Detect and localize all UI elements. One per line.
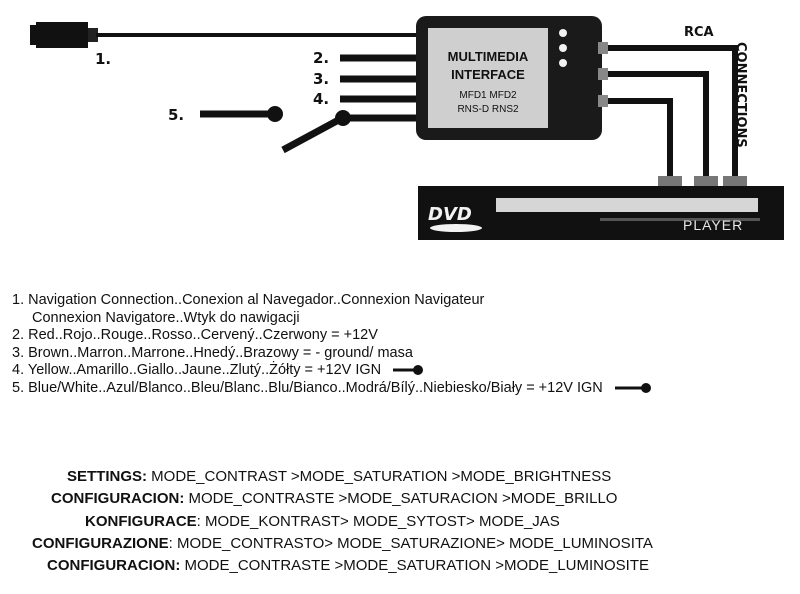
legend-item-3: 3. Brown..Marron..Marrone..Hnedý..Brazow… [12,344,413,361]
wire-label-3: 3. [313,70,329,88]
settings-label: CONFIGURACION: [47,557,181,575]
module-title-line2: INTERFACE [451,67,525,82]
module-label-row2: RNS-D RNS2 [457,104,519,115]
legend-item-1-line2: Connexion Navigatore..Wtyk do nawigacji [32,309,300,326]
legend-item-5-text: 5. Blue/White..Azul/Blanco..Bleu/Blanc..… [12,379,603,396]
wire-label-1: 1. [95,50,111,68]
legend-item-1-line1: 1. Navigation Connection..Conexion al Na… [12,292,485,308]
navigation-connector [30,22,420,48]
wire-label-4: 4. [313,90,329,108]
wire-legend: 1. Navigation Connection..Conexion al Na… [12,292,792,397]
legend-item-4-text: 4. Yellow..Amarillo..Giallo..Jaune..Zlut… [12,362,382,378]
legend-item-4: 4. Yellow..Amarillo..Giallo..Jaune..Zlut… [12,362,792,380]
module-label-row1: MFD1 MFD2 [459,90,517,101]
legend-item-2: 2. Red..Rojo..Rouge..Rosso..Cervený..Cze… [12,327,378,343]
settings-label: CONFIGURAZIONE [32,534,169,552]
connections-label: CONNECTIONS [733,42,748,148]
settings-list: SETTINGS: MODE_CONTRAST >MODE_SATURATION… [0,466,800,577]
settings-text: MODE_CONTRASTE >MODE_SATURATION >MODE_LU… [180,557,650,575]
ignition-key-icon [393,365,424,376]
player-label: PLAYER [683,217,743,233]
wire-label-2: 2. [313,49,329,67]
wiring-diagram: 1. 2. 3. 4. 5. MULTIMEDIA INTERFACE MFD1… [30,16,784,240]
rca-label: RCA [684,25,714,40]
rca-plugs [658,176,747,188]
module-title-line1: MULTIMEDIA [448,49,529,64]
dvd-player: DVD PLAYER [418,186,784,240]
settings-label: CONFIGURACION: [51,490,185,508]
settings-text: MODE_CONTRASTE >MODE_SATURACION >MODE_BR… [184,490,618,508]
settings-line-5: CONFIGURACION: MODE_CONTRASTE >MODE_SATU… [0,555,800,577]
dvd-logo: DVD [428,204,472,225]
legend-item-5: 5. Blue/White..Azul/Blanco..Bleu/Blanc..… [12,380,792,398]
multimedia-interface-module: MULTIMEDIA INTERFACE MFD1 MFD2 RNS-D RNS… [416,16,608,140]
settings-text: : MODE_CONTRASTO> MODE_SATURAZIONE> MODE… [168,534,653,552]
ignition-switch [200,106,351,154]
settings-line-2: CONFIGURACION: MODE_CONTRASTE >MODE_SATU… [0,488,800,510]
settings-text: : MODE_KONTRAST> MODE_SYTOST> MODE_JAS [196,512,560,530]
settings-line-3: KONFIGURACE: MODE_KONTRAST> MODE_SYTOST>… [0,511,800,533]
wire-label-5: 5. [168,106,184,124]
settings-line-1: SETTINGS: MODE_CONTRAST >MODE_SATURATION… [0,466,800,488]
settings-label: SETTINGS: [67,468,148,485]
rca-cables [608,45,738,178]
power-wires [340,54,420,122]
settings-text: MODE_CONTRAST >MODE_SATURATION >MODE_BRI… [147,468,612,485]
settings-label: KONFIGURACE [85,512,197,530]
dvd-disc-icon [430,224,482,232]
ignition-key-icon [614,382,651,393]
legend-item-1: 1. Navigation Connection..Conexion al Na… [12,292,792,327]
settings-line-4: CONFIGURAZIONE: MODE_CONTRASTO> MODE_SAT… [0,533,800,555]
